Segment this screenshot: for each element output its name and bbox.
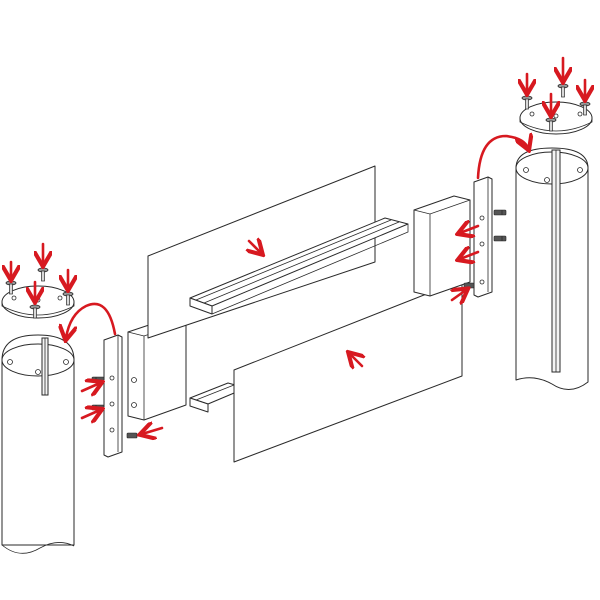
screw-icon (557, 83, 569, 98)
bolt-icon (493, 209, 507, 216)
right-post-cap (519, 101, 593, 135)
bolt-icon (91, 376, 105, 383)
left-post (1, 334, 75, 554)
front-panel (233, 279, 463, 463)
curved-arrow-icon (476, 136, 528, 180)
arrow-up-left-icon (350, 354, 362, 366)
arrow-left-icon (142, 428, 164, 434)
arrow-left-icon (452, 290, 466, 300)
arrow-right-icon (80, 383, 100, 391)
right-end-block (413, 195, 471, 297)
curved-arrow-icon (66, 302, 117, 338)
arrow-left-icon (460, 252, 480, 259)
bolt-icon (463, 282, 475, 289)
left-bracket (103, 334, 123, 458)
screw-icon (37, 267, 49, 282)
left-end-block (127, 317, 187, 421)
arrow-down-right-icon (249, 241, 261, 253)
bolt-icon (493, 235, 507, 242)
upper-rail (189, 217, 409, 315)
bolt-icon (126, 432, 138, 439)
right-post (515, 147, 589, 390)
assembly-arrows (11, 56, 585, 434)
bolt-icon (91, 404, 105, 411)
arrow-left-icon (460, 226, 480, 233)
right-bracket (473, 176, 493, 298)
arrow-right-icon (80, 410, 100, 418)
